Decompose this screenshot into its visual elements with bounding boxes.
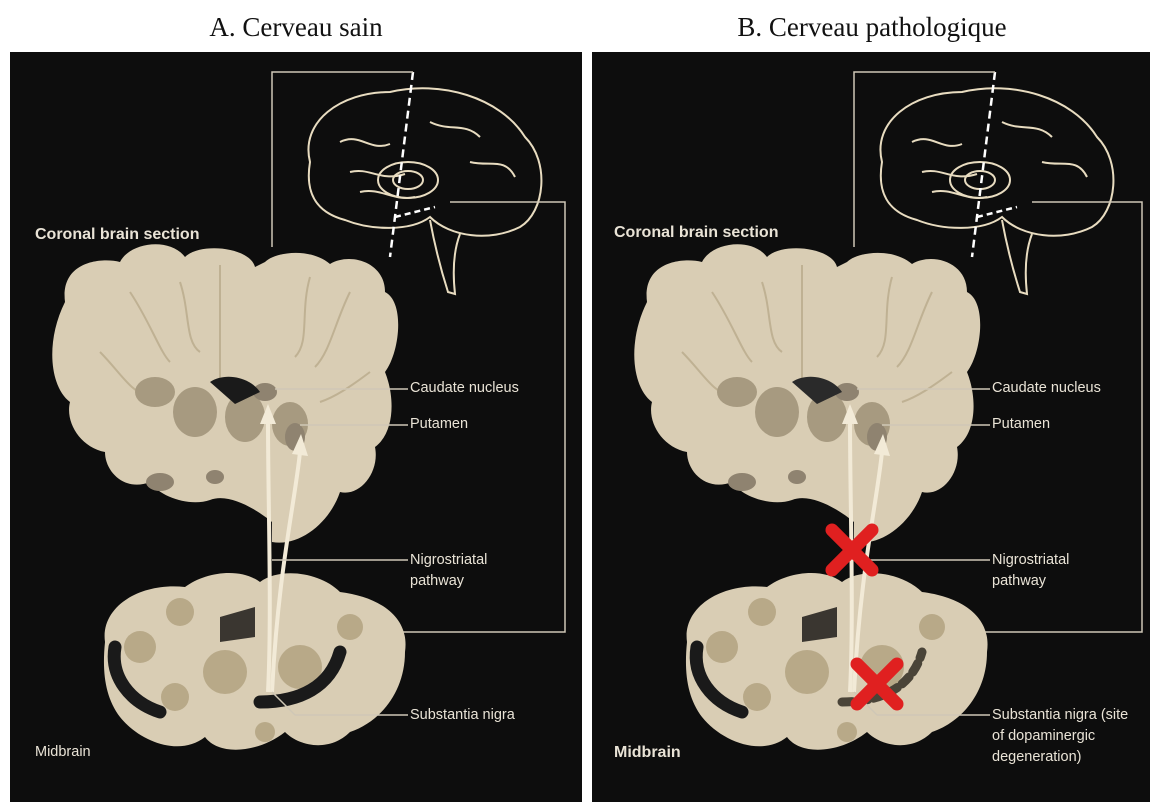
healthy-brain-illustration (10, 52, 582, 802)
label-caudate-nucleus: Caudate nucleus (992, 378, 1101, 399)
panel-pathological-brain: Coronal brain section Caudate nucleus Pu… (592, 52, 1150, 802)
label-substantia-nigra: Substantia nigra (410, 705, 515, 726)
midbrain-section (686, 573, 988, 750)
label-putamen: Putamen (410, 414, 468, 435)
label-caudate-nucleus: Caudate nucleus (410, 378, 519, 399)
label-midbrain: Midbrain (614, 742, 681, 763)
label-coronal-section: Coronal brain section (35, 224, 199, 245)
label-putamen: Putamen (992, 414, 1050, 435)
label-substantia-nigra: Substantia nigra (site of dopaminergic d… (992, 705, 1132, 768)
panel-healthy-brain: Coronal brain section Caudate nucleus Pu… (10, 52, 582, 802)
panel-b-title: B. Cerveau pathologique (592, 12, 1152, 43)
midbrain-section (104, 573, 406, 750)
pathological-brain-illustration (592, 52, 1150, 802)
panel-a-title: A. Cerveau sain (10, 12, 582, 43)
label-nigrostriatal-pathway: Nigrostriatal pathway (410, 550, 530, 592)
label-nigrostriatal-pathway: Nigrostriatal pathway (992, 550, 1112, 592)
label-coronal-section: Coronal brain section (614, 222, 778, 243)
label-midbrain: Midbrain (35, 742, 91, 763)
